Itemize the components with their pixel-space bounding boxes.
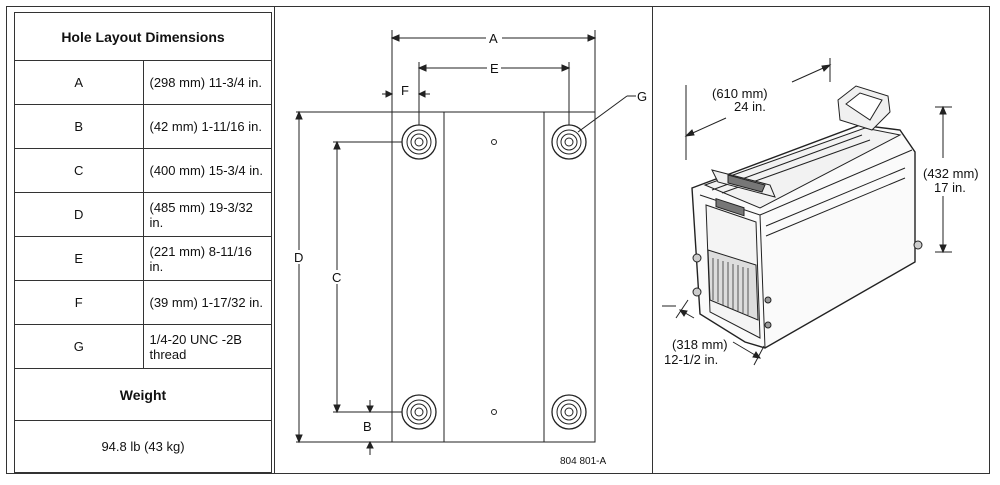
depth-in: 24 in. — [734, 99, 766, 114]
width-mm: (318 mm) — [672, 337, 728, 352]
dimension-line-e — [417, 62, 571, 125]
dimension-key: G — [14, 324, 144, 369]
height-mm: (432 mm) — [923, 166, 979, 181]
welder-unit-body — [691, 124, 923, 349]
dimension-key: F — [14, 280, 144, 325]
table-row: F (39 mm) 1-17/32 in. — [14, 280, 272, 325]
center-hole — [491, 409, 497, 415]
depth-mm: (610 mm) — [712, 86, 768, 101]
mounting-foot — [551, 394, 587, 430]
label-a: A — [489, 31, 498, 46]
weight-title: Weight — [14, 368, 272, 421]
center-hole — [491, 139, 497, 145]
dimension-line-f — [382, 90, 430, 98]
dimension-value: (42 mm) 1-11/16 in. — [142, 104, 272, 149]
dimension-value: 1/4-20 UNC -2B thread — [142, 324, 272, 369]
dimension-value: (298 mm) 11-3/4 in. — [142, 60, 272, 105]
dimension-line-a — [390, 30, 597, 112]
label-e: E — [490, 61, 499, 76]
label-c: C — [332, 270, 341, 285]
drawing-number: 804 801-A — [560, 456, 606, 467]
table-row: G 1/4-20 UNC -2B thread — [14, 324, 272, 369]
label-d: D — [294, 250, 303, 265]
carry-handle — [711, 169, 776, 198]
weight-value: 94.8 lb (43 kg) — [14, 420, 272, 473]
table-row: D (485 mm) 19-3/32 in. — [14, 192, 272, 237]
dimension-height — [935, 105, 952, 254]
dimension-key: E — [14, 236, 144, 281]
base-plate-outline — [391, 111, 596, 443]
dimension-value: (400 mm) 15-3/4 in. — [142, 148, 272, 193]
dimension-line-b — [360, 400, 402, 455]
label-f: F — [401, 83, 409, 98]
dimension-line-c — [333, 140, 402, 414]
dimension-key: D — [14, 192, 144, 237]
dimension-line-d — [295, 110, 392, 444]
label-g: G — [637, 89, 647, 104]
column-divider — [652, 6, 653, 474]
column-divider — [274, 6, 275, 474]
dimension-depth — [684, 58, 832, 160]
carry-handle — [837, 85, 891, 131]
table-row: C (400 mm) 15-3/4 in. — [14, 148, 272, 193]
hole-layout-table: Hole Layout Dimensions A (298 mm) 11-3/4… — [14, 12, 272, 473]
leader-g — [577, 95, 636, 133]
width-in: 12-1/2 in. — [664, 352, 718, 367]
dimension-value: (485 mm) 19-3/32 in. — [142, 192, 272, 237]
dimension-width — [662, 299, 765, 366]
label-b: B — [363, 419, 372, 434]
height-in: 17 in. — [934, 180, 966, 195]
